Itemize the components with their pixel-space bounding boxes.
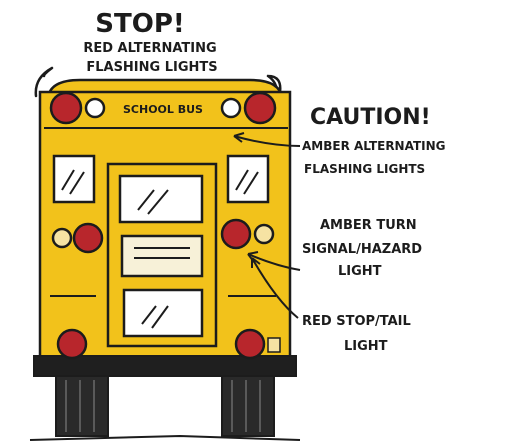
turn-signal-line-3: LIGHT xyxy=(338,264,382,279)
red-flashing-light-left xyxy=(51,93,81,123)
amber-turn-signal-left xyxy=(53,229,71,247)
amber-flashing-light-left xyxy=(86,99,104,117)
stop-tail-line-1: RED STOP/TAIL xyxy=(302,314,411,329)
right-rear-tire xyxy=(222,376,274,436)
amber-turn-signal-right xyxy=(255,225,273,243)
caution-heading: CAUTION! xyxy=(310,105,431,130)
amber-reflector-right xyxy=(268,338,280,352)
caution-line-1: AMBER ALTERNATING xyxy=(302,139,446,153)
red-stop-tail-light-left xyxy=(58,330,86,358)
red-stop-tail-light-right xyxy=(236,330,264,358)
right-side-window xyxy=(228,156,268,202)
amber-flashing-light-right xyxy=(222,99,240,117)
red-mid-light-right xyxy=(222,220,250,248)
left-side-window xyxy=(54,156,94,202)
school-bus: SCHOOL BUS xyxy=(30,80,300,440)
caution-line-2: FLASHING LIGHTS xyxy=(304,162,425,176)
stop-line-2: FLASHING LIGHTS xyxy=(86,60,217,75)
stop-line-1: RED ALTERNATING xyxy=(83,41,216,56)
turn-signal-line-1: AMBER TURN xyxy=(320,218,417,233)
school-bus-label: SCHOOL BUS xyxy=(123,103,203,116)
stop-heading: STOP! xyxy=(95,9,184,39)
turn-signal-line-2: SIGNAL/HAZARD xyxy=(302,242,422,257)
rear-door-middle-panel xyxy=(122,236,202,276)
left-rear-tire xyxy=(56,376,108,436)
red-mid-light-left xyxy=(74,224,102,252)
stop-tail-line-2: LIGHT xyxy=(344,339,388,354)
red-flashing-light-right xyxy=(245,93,275,123)
